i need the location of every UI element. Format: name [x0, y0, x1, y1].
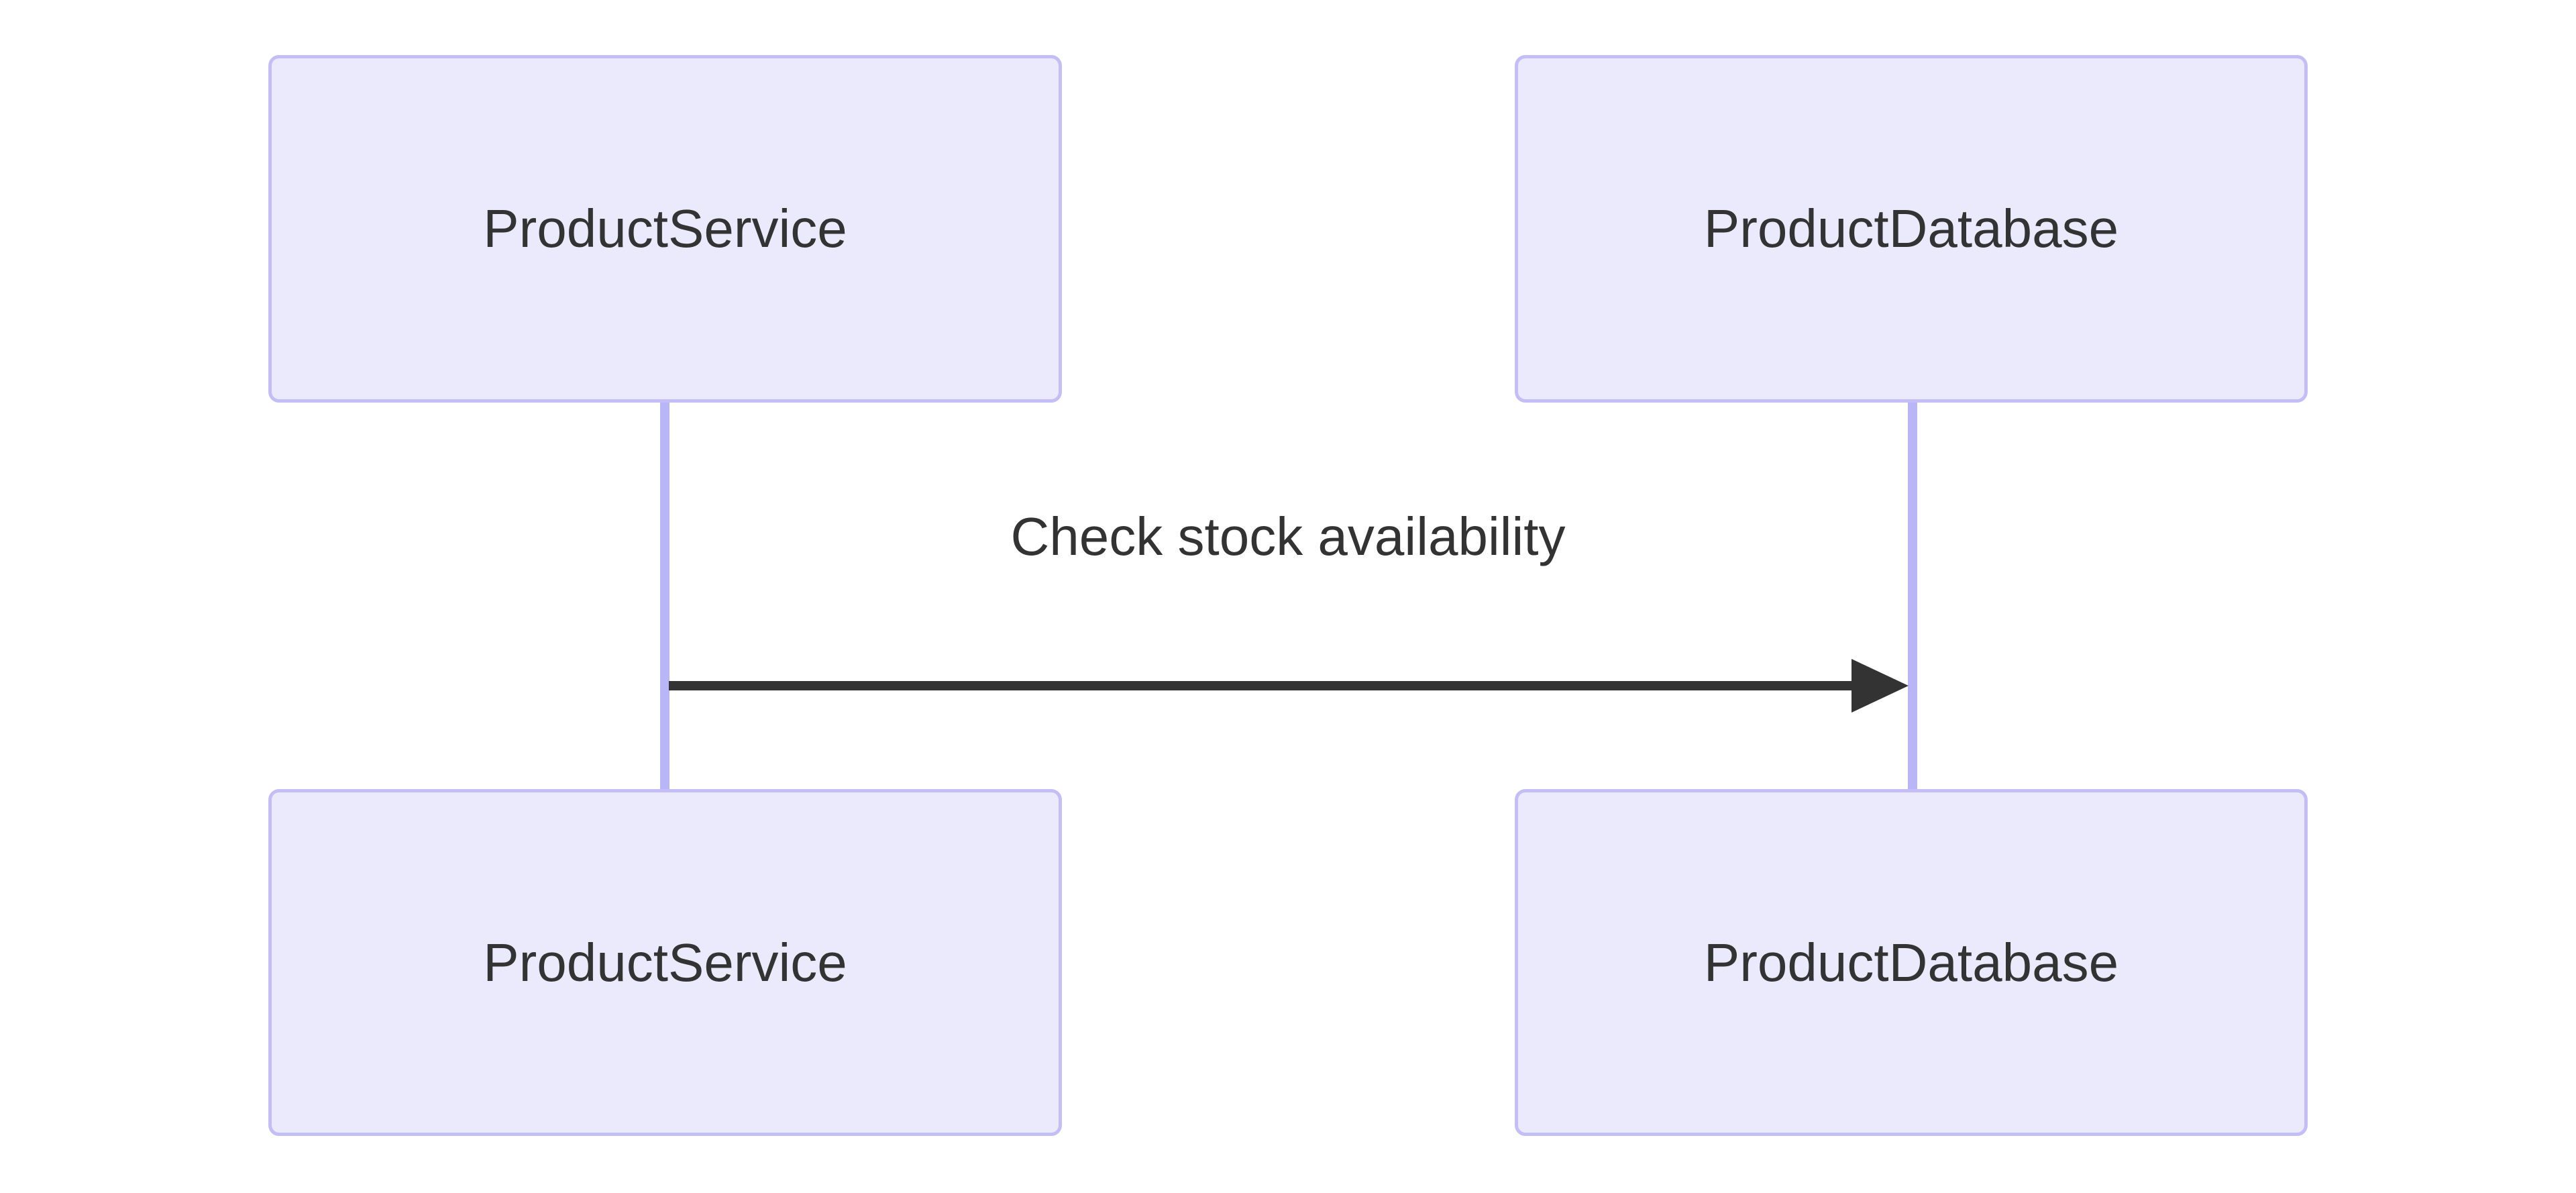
- participant-box-product-database-bottom[interactable]: ProductDatabase: [1515, 789, 2308, 1136]
- participant-label-product-database-bottom: ProductDatabase: [1703, 932, 2119, 992]
- participant-box-product-database-top[interactable]: ProductDatabase: [1515, 55, 2308, 403]
- participant-label-product-database-top: ProductDatabase: [1703, 199, 2119, 258]
- participant-label-product-service-bottom: ProductService: [483, 932, 847, 992]
- arrow-head-icon: [1851, 659, 1909, 713]
- participant-label-product-service-top: ProductService: [483, 199, 847, 258]
- message-label-check-stock-availability: Check stock availability: [1010, 507, 1566, 566]
- arrow-shaft: [669, 681, 1851, 690]
- lifeline-product-database: [1908, 401, 1917, 790]
- lifeline-product-service: [660, 401, 669, 790]
- participant-box-product-service-bottom[interactable]: ProductService: [268, 789, 1062, 1136]
- participant-box-product-service-top[interactable]: ProductService: [268, 55, 1062, 403]
- message-arrow-check-stock-availability: [669, 659, 1909, 713]
